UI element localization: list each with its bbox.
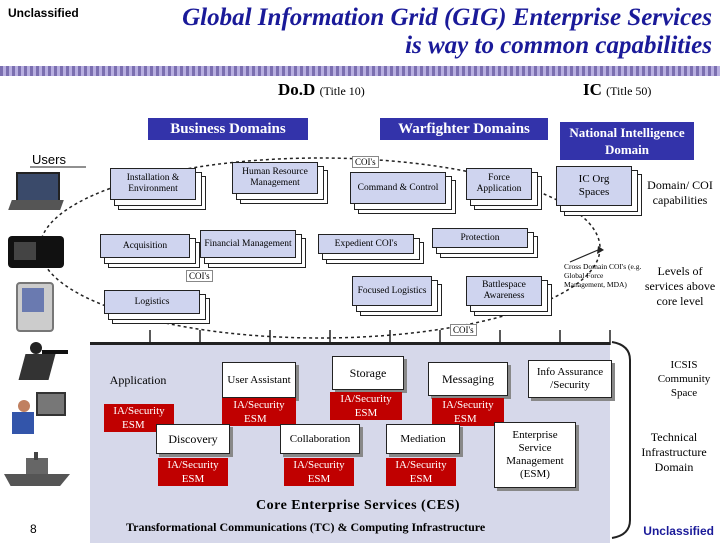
node-logistics-label: Logistics — [104, 290, 200, 314]
ces-messaging-esm-label: ESM — [454, 413, 477, 425]
ces-enterprise-esm: Enterprise Service Management (ESM) — [494, 422, 576, 488]
users-label: Users — [32, 152, 66, 167]
node-financial-label: Financial Management — [200, 230, 296, 258]
pda-icon — [16, 282, 54, 332]
ces-storage: Storage — [332, 356, 404, 390]
node-human-resource-label: Human Resource Management — [232, 162, 318, 194]
node-expedient: Expedient COI's — [318, 234, 424, 264]
node-logistics: Logistics — [104, 290, 210, 324]
ces-application-esm-label: ESM — [122, 419, 145, 431]
ces-collaboration-ia: IA/Security ESM — [284, 458, 354, 486]
ces-application: Application — [109, 373, 167, 387]
dod-text: Do.D — [278, 80, 316, 99]
icsis-label: ICSIS Community Space — [657, 359, 711, 399]
ces-discovery-label: Discovery — [168, 431, 218, 446]
ces-user-assistant-ia: IA/Security ESM — [222, 398, 296, 426]
cross-domain-arrow — [569, 249, 599, 263]
ces-discovery-esm-label: ESM — [181, 473, 205, 485]
ces-user-assistant: User Assistant — [222, 362, 296, 398]
node-installation-label: Installation & Environment — [110, 168, 196, 200]
node-financial: Financial Management — [200, 230, 306, 268]
ces-user-assistant-ia-label: IA/Security — [233, 399, 285, 411]
node-protection-label: Protection — [432, 228, 528, 248]
ces-discovery: Discovery — [156, 424, 230, 454]
coi-label-2: COI's — [186, 270, 213, 282]
ces-transformational-label: Transformational Communications (TC) & C… — [126, 520, 486, 534]
cross-domain-arrowhead — [597, 246, 604, 254]
ic-label: IC (Title 50) — [583, 80, 651, 100]
phone-icon — [8, 236, 64, 268]
node-force-application-label: Force Application — [466, 168, 532, 200]
ces-storage-esm-label: ESM — [354, 407, 378, 419]
ces-collaboration: Collaboration — [280, 424, 360, 454]
ic-title: (Title 50) — [606, 84, 652, 98]
ces-mediation-label: Mediation — [400, 432, 446, 445]
dod-title: (Title 10) — [319, 84, 365, 98]
node-human-resource: Human Resource Management — [232, 162, 328, 204]
soldier-icon — [12, 340, 68, 384]
cross-domain-label: Cross Domain COI's (e.g. Global Force Ma… — [564, 262, 642, 289]
ces-discovery-ia: IA/Security ESM — [158, 458, 228, 486]
ces-application-ia: IA/Security ESM — [104, 404, 174, 432]
ces-collaboration-label: Collaboration — [289, 432, 351, 445]
ces-storage-ia-label: IA/Security — [340, 393, 392, 405]
title-line1: Global Information Grid (GIG) Enterprise… — [182, 4, 712, 31]
ces-info-assurance: Info Assurance /Security — [528, 360, 612, 398]
node-focused-logistics-label: Focused Logistics — [352, 276, 432, 306]
ces-user-assistant-esm-label: ESM — [244, 413, 267, 425]
ces-storage-ia: IA/Security ESM — [330, 392, 402, 420]
domain-coi-label: Domain/ COI capabilities — [647, 178, 713, 207]
ic-org-spaces-label: IC Org Spaces — [556, 166, 632, 206]
node-installation: Installation & Environment — [110, 168, 206, 210]
node-acquisition: Acquisition — [100, 234, 200, 268]
operator-icon — [8, 392, 66, 436]
ces-storage-label: Storage — [349, 365, 387, 380]
ces-user-assistant-label: User Assistant — [227, 373, 291, 386]
coi-label-3: COI's — [450, 324, 477, 336]
national-intel-banner: National Intelligence Domain — [560, 122, 694, 160]
ces-mediation: Mediation — [386, 424, 460, 454]
node-expedient-label: Expedient COI's — [318, 234, 414, 254]
node-command-control: Command & Control — [350, 172, 456, 214]
node-focused-logistics: Focused Logistics — [352, 276, 442, 316]
ces-enterprise-esm-label: Enterprise Service Management (ESM) — [506, 429, 564, 480]
ces-messaging: Messaging — [428, 362, 508, 396]
ic-text: IC — [583, 80, 602, 99]
technical-infra-label: Technical Infrastructure Domain — [641, 430, 707, 474]
ces-discovery-ia-label: IA/Security — [167, 459, 219, 471]
dod-label: Do.D (Title 10) — [278, 80, 365, 100]
levels-label: Levels of services above core level — [644, 264, 716, 308]
node-battlespace: Battlespace Awareness — [466, 276, 552, 316]
ces-mediation-ia-label: IA/Security — [395, 459, 447, 471]
node-ic-org-spaces: IC Org Spaces — [556, 166, 642, 216]
ces-mediation-ia: IA/Security ESM — [386, 458, 456, 486]
title-band — [0, 66, 720, 76]
ces-application-ia-label: IA/Security — [113, 405, 165, 417]
node-acquisition-label: Acquisition — [100, 234, 190, 258]
classification-top: Unclassified — [8, 6, 79, 20]
warfighter-domains-banner: Warfighter Domains — [380, 118, 548, 140]
ces-info-assurance-label: Info Assurance /Security — [536, 366, 604, 391]
business-domains-banner: Business Domains — [148, 118, 308, 140]
ces-mediation-esm-label: ESM — [409, 473, 433, 485]
classification-bottom: Unclassified — [636, 524, 720, 540]
ces-messaging-ia: IA/Security ESM — [432, 398, 504, 426]
node-force-application: Force Application — [466, 168, 542, 210]
ces-bracket-right — [611, 341, 631, 539]
ship-icon — [4, 452, 70, 492]
node-battlespace-label: Battlespace Awareness — [466, 276, 542, 306]
laptop-icon — [8, 172, 64, 212]
ces-collaboration-esm-label: ESM — [307, 473, 331, 485]
ces-collaboration-ia-label: IA/Security — [293, 459, 345, 471]
node-protection: Protection — [432, 228, 538, 258]
page-number: 8 — [30, 522, 37, 536]
ces-core-label: Core Enterprise Services (CES) — [256, 498, 461, 513]
node-command-control-label: Command & Control — [350, 172, 446, 204]
ces-messaging-label: Messaging — [442, 371, 494, 386]
title-line2: is way to common capabilities — [405, 32, 712, 59]
classification-bottom-text: Unclassified — [643, 524, 714, 538]
coi-label-1: COI's — [352, 156, 379, 168]
ces-messaging-ia-label: IA/Security — [442, 399, 494, 411]
